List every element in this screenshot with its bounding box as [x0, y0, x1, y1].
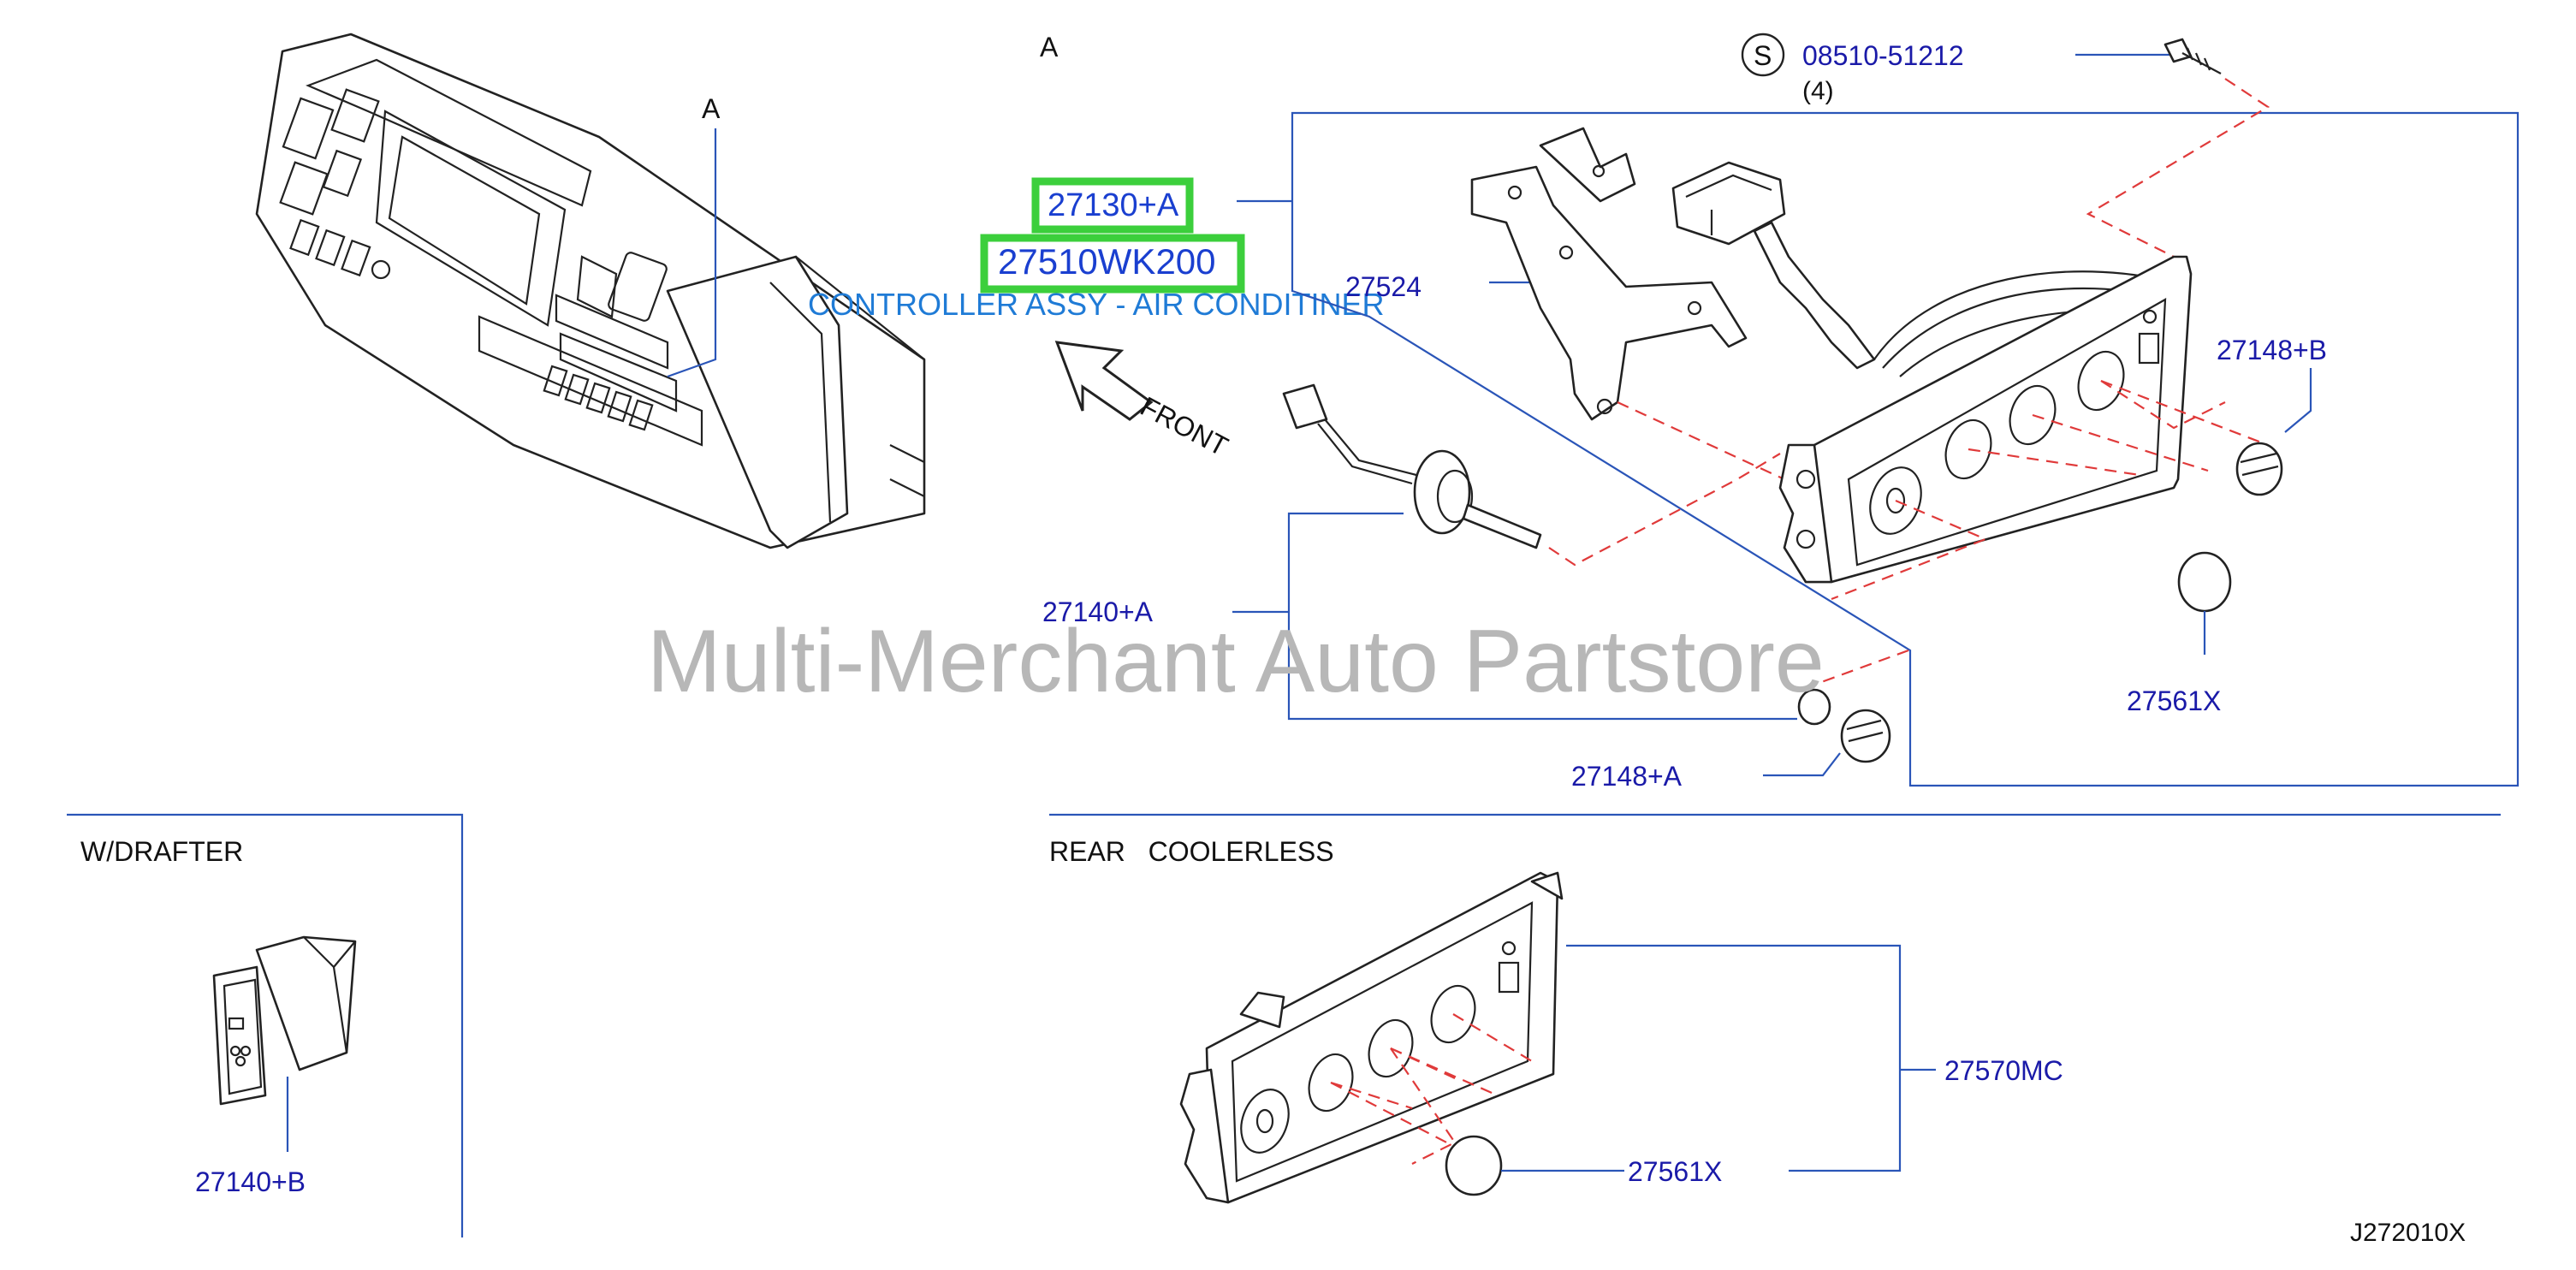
part-description: CONTROLLER ASSY - AIR CONDITINER	[808, 287, 1384, 322]
dash-callout-a-label: A	[702, 93, 721, 124]
view-label-a: A	[1040, 32, 1059, 62]
screw-dash-line	[2086, 78, 2270, 258]
knob-lower-part-no: 27148+A	[1571, 761, 1683, 792]
front-label: FRONT	[1136, 390, 1233, 462]
assembly-box	[1291, 111, 2520, 787]
w-drafter-section-border	[67, 813, 464, 1237]
screw-part-no: 08510-51212	[1802, 40, 1964, 71]
button-cap-icon	[2177, 551, 2232, 613]
watermark: Multi-Merchant Auto Partstore	[647, 612, 1825, 711]
rear-panel-dash-lines	[1330, 1013, 1533, 1148]
knob-right-part-no: 27148+B	[2217, 335, 2327, 365]
rear-panel-bracket-line	[1566, 944, 1936, 1172]
cable-control-illustration	[1282, 383, 1542, 549]
rear-coolerless-title: REAR COOLERLESS	[1049, 836, 1334, 867]
dashboard-illustration	[255, 33, 926, 549]
front-arrow-icon	[1054, 341, 1154, 421]
harness-connector-illustration	[1671, 161, 2175, 377]
panel-dash-knob	[2100, 380, 2226, 430]
bracket-illustration	[1470, 127, 1748, 421]
rear-button-cap-icon	[1445, 1135, 1503, 1196]
dash-callout-a-leader	[667, 128, 717, 378]
bracket-part-no: 27524	[1345, 271, 1422, 302]
assy-no-label: 27130+A	[1048, 187, 1179, 223]
screw-symbol: S	[1754, 40, 1772, 71]
ac-control-panel-illustration	[1778, 255, 2193, 584]
part-no-label: 27510WK200	[998, 241, 1216, 282]
knob-right-icon	[2235, 442, 2283, 496]
cable-dash-line	[1548, 453, 1781, 567]
cable-control-bracket-line	[1287, 512, 1797, 721]
cable-control-part-no: 27140+A	[1042, 596, 1154, 627]
diagram-code: J272010X	[2350, 1219, 2466, 1247]
drafter-switch-illustration	[212, 935, 357, 1106]
button-cap-part-no: 27561X	[2127, 685, 2221, 716]
part-no-highlight-box	[980, 234, 1245, 294]
w-drafter-title: W/DRAFTER	[80, 836, 243, 867]
knob-lower-icon	[1797, 688, 1891, 763]
screw-qty: (4)	[1802, 77, 1834, 105]
rear-panel-illustration	[1179, 871, 1564, 1204]
panel-dash-lines	[1831, 379, 2269, 601]
screw-icon	[2163, 38, 2222, 74]
rear-cap-dash	[1390, 1047, 1457, 1165]
w-drafter-part-no: 27140+B	[195, 1166, 306, 1197]
knob-lower-dash	[1813, 649, 1909, 686]
rear-cap-part-no: 27561X	[1628, 1156, 1722, 1187]
rear-panel-part-no: 27570MC	[1944, 1055, 2063, 1086]
knob-lower-leader	[1763, 752, 1841, 777]
screw-symbol-circle	[1741, 33, 1785, 77]
knob-right-leader	[2284, 368, 2312, 433]
assy-no-highlight-box	[1031, 177, 1194, 234]
